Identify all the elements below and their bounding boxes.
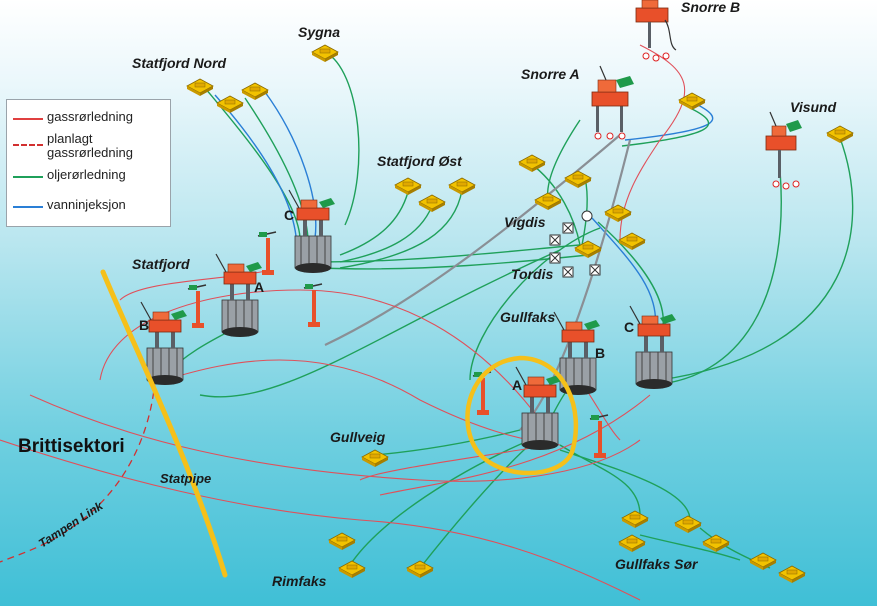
template-statfjord-ost-2 <box>418 194 446 213</box>
tower-statfjord-1 <box>257 231 277 276</box>
legend-line-water <box>13 206 43 208</box>
template-rimfaks-2 <box>338 560 366 579</box>
template-gullfaks-sor-6 <box>778 565 806 584</box>
wellhead-round <box>581 210 593 222</box>
wellhead-2 <box>549 234 561 246</box>
label-gullfaks: Gullfaks <box>500 309 555 325</box>
legend-item-planned-gas: planlagt gassrørledning <box>13 132 133 160</box>
legend-line-planned-gas <box>13 144 43 146</box>
label-statpipe: Statpipe <box>160 471 211 486</box>
template-gullfaks-sor-1 <box>621 510 649 529</box>
letter-statfjord-a: A <box>254 279 264 295</box>
template-gullveig <box>361 449 389 468</box>
template-gullfaks-sor-4 <box>702 534 730 553</box>
legend-line-gas <box>13 118 43 120</box>
label-gullveig: Gullveig <box>330 429 386 445</box>
wellhead-1 <box>562 222 574 234</box>
tower-statfjord-2 <box>187 284 207 329</box>
platform-gullfaks-b <box>553 311 601 396</box>
template-statfjord-ost-1 <box>394 177 422 196</box>
template-tordis-2 <box>618 232 646 251</box>
label-snorre-b: Snorre B <box>681 0 740 15</box>
legend-item-water: vanninjeksjon <box>13 198 126 212</box>
platform-letters: C A B C B A <box>139 207 634 393</box>
legend-label-planned-2: gassrørledning <box>47 145 133 160</box>
platform-statfjord-a <box>215 253 263 338</box>
template-gullfaks-sor-2 <box>674 515 702 534</box>
wellhead-4 <box>562 266 574 278</box>
label-statfjord: Statfjord <box>132 256 190 272</box>
label-tordis: Tordis <box>511 266 553 282</box>
sector-border-line <box>100 269 228 578</box>
label-vigdis: Vigdis <box>504 214 546 230</box>
legend-label-planned-1: planlagt <box>47 131 93 146</box>
template-vigdis-1 <box>518 154 546 173</box>
legend-label-gas: gassrørledning <box>47 109 133 124</box>
wellheads <box>549 210 601 278</box>
template-vigdis-3 <box>534 192 562 211</box>
platform-visund <box>765 111 802 190</box>
legend: gassrørledning planlagt gassrørledning o… <box>6 99 171 227</box>
letter-statfjord-c: C <box>284 207 294 223</box>
highlight-circle-gullfaks-a <box>465 355 579 476</box>
label-gullfaks-sor: Gullfaks Sør <box>615 556 699 572</box>
letter-gullfaks-a: A <box>512 377 522 393</box>
letter-gullfaks-b: B <box>595 345 605 361</box>
template-statfjord-nord-3 <box>241 82 269 101</box>
label-rimfaks: Rimfaks <box>272 573 327 589</box>
template-statfjord-ost-3 <box>448 177 476 196</box>
letter-statfjord-b: B <box>139 317 149 333</box>
platform-gullfaks-a <box>515 366 563 451</box>
field-labels: Snorre B Sygna Statfjord Nord Snorre A V… <box>132 0 837 589</box>
label-statfjord-ost: Statfjord Øst <box>377 153 463 169</box>
platforms <box>140 0 802 459</box>
tower-gullfaks-2 <box>589 414 609 459</box>
template-rimfaks-3 <box>406 560 434 579</box>
template-visund <box>826 125 854 144</box>
template-rimfaks-1 <box>328 532 356 551</box>
platform-gullfaks-c <box>629 305 677 390</box>
template-vigdis-2 <box>564 170 592 189</box>
template-gullfaks-sor-5 <box>749 552 777 571</box>
platform-snorre-a <box>591 65 634 140</box>
legend-label-water: vanninjeksjon <box>47 197 126 212</box>
label-tampen-link: Tampen Link <box>36 498 106 551</box>
label-visund: Visund <box>790 99 837 115</box>
label-sygna: Sygna <box>298 24 340 40</box>
wellhead-5 <box>589 264 601 276</box>
label-snorre-a: Snorre A <box>521 66 580 82</box>
template-statfjord-nord-2 <box>216 95 244 114</box>
template-gullfaks-sor-3 <box>618 534 646 553</box>
legend-item-gas: gassrørledning <box>13 110 133 124</box>
label-statfjord-nord: Statfjord Nord <box>132 55 227 71</box>
platform-snorre-b <box>635 0 677 62</box>
legend-line-oil <box>13 176 43 178</box>
wellhead-3 <box>549 252 561 264</box>
label-brittisektori: Brittisektori <box>18 436 125 457</box>
letter-gullfaks-c: C <box>624 319 634 335</box>
legend-label-oil: oljerørledning <box>47 167 126 182</box>
legend-item-oil: oljerørledning <box>13 168 126 182</box>
